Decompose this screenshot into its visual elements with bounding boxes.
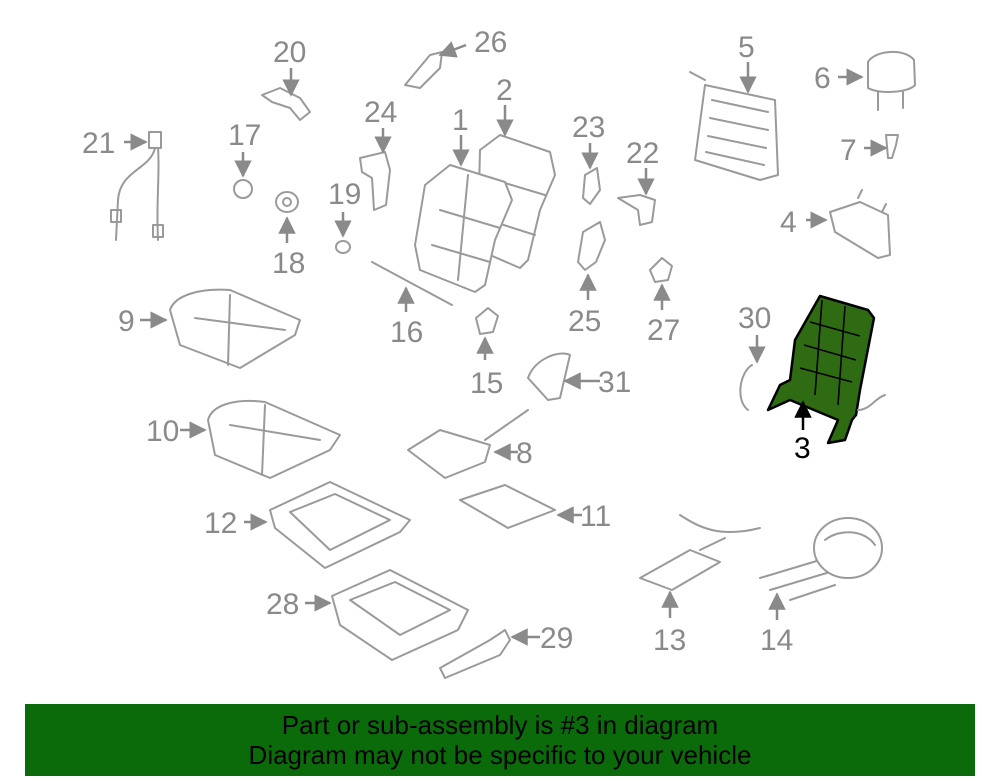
callout-24: 24 — [364, 96, 397, 129]
part-15-knob: 15 — [470, 307, 503, 400]
part-19-nut: 19 — [328, 178, 361, 254]
part-11-pad: 11 — [459, 484, 611, 533]
callout-7: 7 — [840, 134, 857, 167]
part-28-seat-frame: 28 — [266, 569, 469, 661]
part-13-control-unit: 13 — [639, 514, 761, 657]
callout-8: 8 — [516, 437, 533, 470]
callout-16: 16 — [390, 316, 423, 349]
banner-line-1: Part or sub-assembly is #3 in diagram — [281, 710, 719, 740]
callout-26: 26 — [474, 26, 507, 59]
callout-31: 31 — [598, 366, 631, 399]
callout-11: 11 — [580, 500, 611, 533]
callout-25: 25 — [568, 305, 601, 338]
part-27-clip: 27 — [647, 257, 680, 347]
callout-19: 19 — [328, 178, 361, 211]
part-22-lever: 22 — [617, 137, 659, 226]
banner-line-2: Diagram may not be specific to your vehi… — [248, 740, 752, 770]
part-21-harness: 21 — [82, 127, 164, 241]
part-4-bracket: 4 — [780, 189, 891, 259]
parts-diagram: 26 20 21 17 18 24 19 — [82, 26, 916, 679]
callout-12: 12 — [204, 507, 237, 540]
callout-23: 23 — [572, 111, 605, 144]
part-12-cushion-pan: 12 — [204, 481, 411, 569]
callout-22: 22 — [626, 137, 659, 170]
part-25-bracket: 25 — [568, 221, 606, 338]
callout-2: 2 — [496, 74, 513, 107]
part-23-cover: 23 — [572, 111, 605, 205]
callout-14: 14 — [760, 624, 793, 657]
callout-1: 1 — [452, 104, 469, 137]
callout-13: 13 — [653, 624, 686, 657]
callout-28: 28 — [266, 588, 299, 621]
callout-5: 5 — [738, 31, 755, 64]
part-5-lumbar-support: 5 — [689, 31, 779, 181]
part-10-cushion-cover: 10 — [146, 399, 341, 479]
part-29-trim: 29 — [439, 622, 573, 679]
callout-18: 18 — [272, 247, 305, 280]
part-18-washer: 18 — [272, 191, 305, 280]
callout-10: 10 — [146, 415, 179, 448]
part-17-grommet: 17 — [228, 119, 261, 199]
part-8-switch-cover: 8 — [407, 409, 533, 479]
part-30-harness: 30 — [738, 302, 771, 411]
callout-27: 27 — [647, 314, 680, 347]
part-16-rod: 16 — [371, 261, 453, 349]
callout-17: 17 — [228, 119, 261, 152]
callout-9: 9 — [118, 305, 135, 338]
part-20-bracket: 20 — [261, 36, 311, 121]
part-24-bracket: 24 — [359, 96, 397, 211]
part-7-guide: 7 — [840, 134, 899, 167]
info-banner: Part or sub-assembly is #3 in diagram Di… — [25, 704, 975, 776]
part-26-trim: 26 — [404, 26, 507, 89]
callout-29: 29 — [540, 622, 573, 655]
part-6-headrest: 6 — [814, 51, 916, 111]
part-31-trim-cover: 31 — [527, 352, 631, 401]
callout-30: 30 — [738, 302, 771, 335]
part-1-seatback: 1 — [414, 104, 513, 293]
part-14-harness-motor: 14 — [759, 517, 883, 657]
callout-21: 21 — [82, 127, 115, 160]
callout-20: 20 — [273, 36, 306, 69]
callout-4: 4 — [780, 206, 797, 239]
callout-15: 15 — [470, 367, 503, 400]
callout-3: 3 — [794, 432, 811, 465]
part-9-cushion-pad: 9 — [118, 288, 301, 369]
callout-6: 6 — [814, 62, 831, 95]
part-3-seatback-frame[interactable]: 3 — [766, 294, 886, 465]
